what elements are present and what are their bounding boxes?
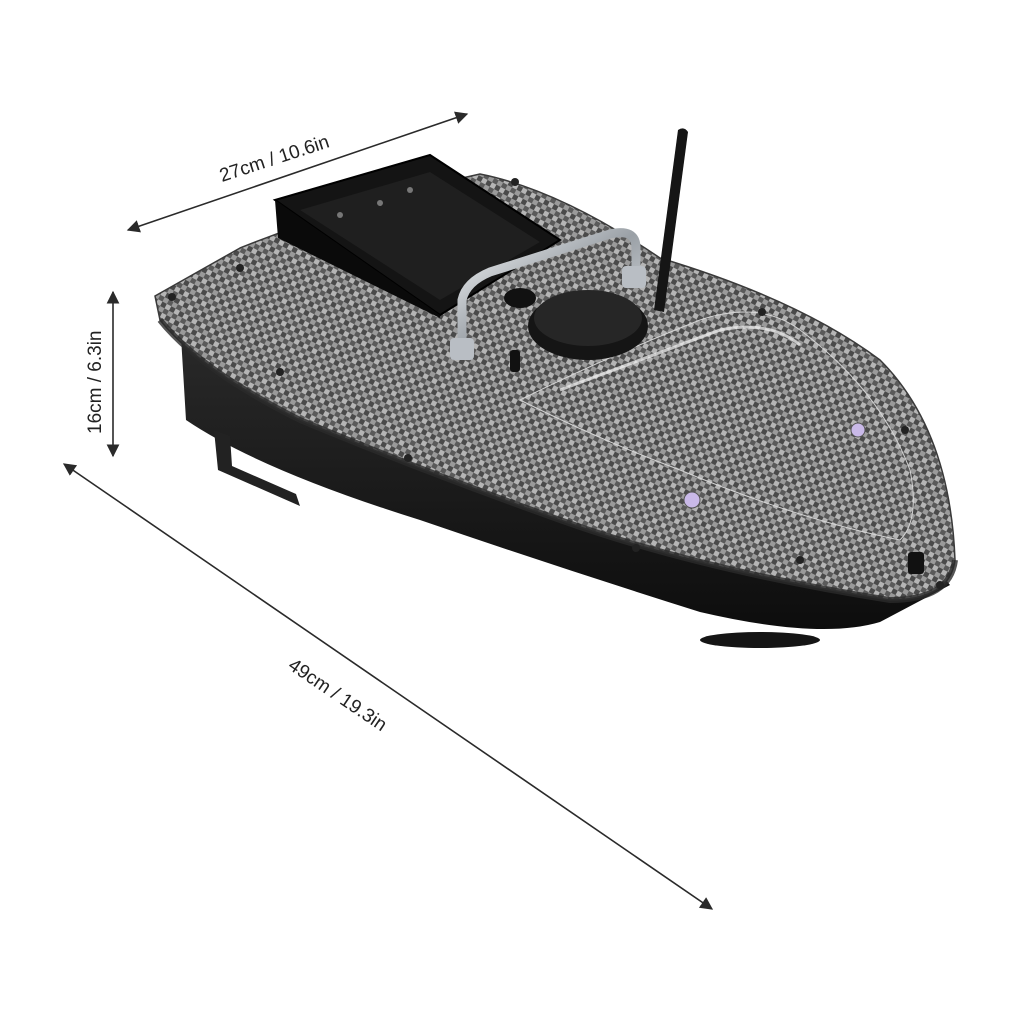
bow-tip-block: [908, 552, 924, 574]
boat-keel: [700, 632, 820, 648]
deck-edge: [157, 318, 958, 604]
length-dimension-line: [62, 463, 714, 910]
bow-cabin-shine: [559, 325, 801, 392]
bow-light-right: [850, 422, 866, 438]
height-dimension-label: 16cm / 6.3in: [85, 331, 106, 435]
chrome-handle: [457, 228, 641, 355]
bow-light-left: [683, 491, 701, 509]
width-dimension-line: [126, 111, 469, 233]
antenna: [654, 128, 688, 312]
bait-boat: [154, 128, 958, 648]
handle-base-left: [450, 338, 474, 360]
length-dimension-label: 49cm / 19.3in: [284, 655, 390, 736]
boat-rudder: [214, 430, 300, 506]
deck-screws: [168, 178, 944, 589]
power-switch: [504, 288, 536, 308]
hatch-lid-top: [534, 290, 642, 346]
height-dimension: 16cm / 6.3in: [85, 290, 120, 458]
width-dimension-label: 27cm / 10.6in: [217, 132, 332, 187]
toggle-switch: [510, 350, 520, 372]
handle-base-right: [622, 266, 646, 288]
